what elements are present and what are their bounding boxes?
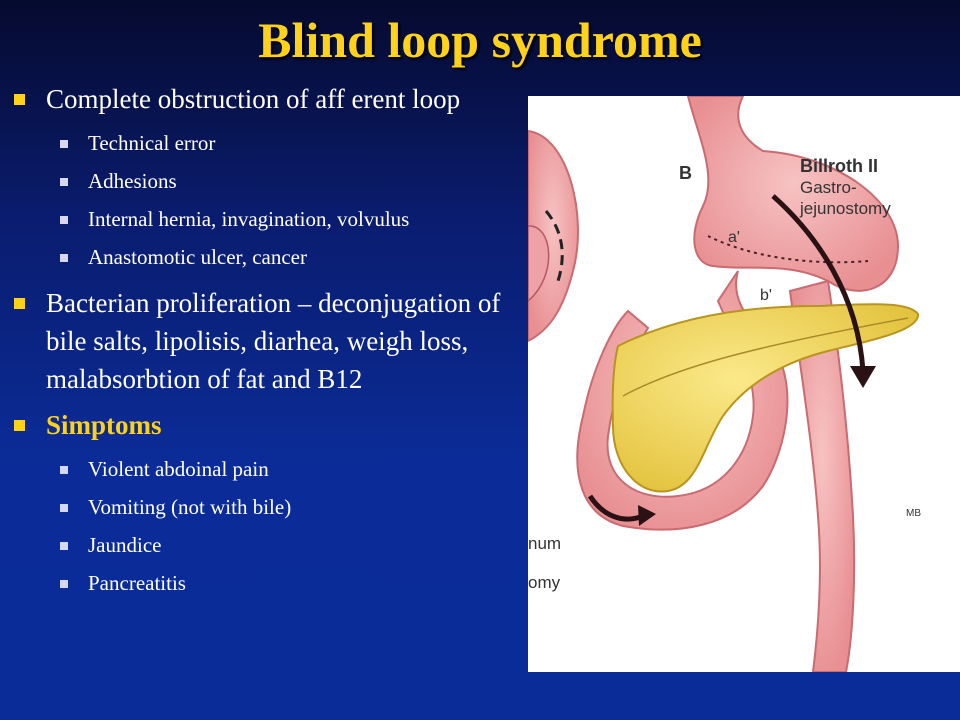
bullet-text: Simptoms [46, 410, 162, 440]
slide-title: Blind loop syndrome [258, 12, 702, 68]
stomach-remnant [686, 96, 900, 292]
label-a: a' [728, 229, 740, 246]
arrowhead-down [850, 366, 876, 388]
efferent-limb [788, 279, 856, 672]
suture-line [707, 235, 869, 264]
caption-line-3: jejunostomy [799, 199, 891, 218]
sub-bullet-list: Violent abdoinal pain Vomiting (not with… [46, 450, 517, 602]
flow-arrow-down [771, 194, 866, 372]
caption-line-1: Billroth II [800, 156, 878, 176]
bullet-item: Bacterian proliferation – deconjugation … [12, 284, 517, 398]
bullet-text: Complete obstruction of aff erent loop [46, 84, 461, 114]
bullet-item: Complete obstruction of aff erent loop T… [12, 80, 517, 276]
pancreas [611, 303, 919, 493]
sub-bullet-item: Violent abdoinal pain [46, 450, 517, 488]
panel-label: B [679, 163, 692, 183]
pancreatic-duct [622, 317, 909, 397]
cut-label-1: num [528, 534, 561, 553]
label-b: b' [760, 287, 772, 304]
left-stomach-inner [528, 225, 550, 302]
bullet-item-highlight: Simptoms Violent abdoinal pain Vomiting … [12, 406, 517, 602]
sub-bullet-item: Jaundice [46, 526, 517, 564]
billroth-ii-diagram: B Billroth II Gastro- jejunostomy a' b' … [528, 96, 921, 672]
bullet-list: Complete obstruction of aff erent loop T… [12, 72, 517, 610]
arrowhead-right [638, 505, 656, 526]
flow-arrow-right [587, 494, 644, 522]
sub-bullet-item: Technical error [46, 124, 517, 162]
sub-bullet-item: Anastomotic ulcer, cancer [46, 238, 517, 276]
caption-line-2: Gastro- [800, 178, 857, 197]
anatomy-illustration: B Billroth II Gastro- jejunostomy a' b' … [528, 96, 960, 672]
sub-bullet-item: Vomiting (not with bile) [46, 488, 517, 526]
dashed-line [544, 210, 564, 282]
sub-bullet-list: Technical error Adhesions Internal herni… [46, 124, 517, 276]
cut-label-2: omy [528, 573, 561, 592]
sub-bullet-item: Pancreatitis [46, 564, 517, 602]
left-stomach-fragment [528, 129, 579, 343]
bullet-text: Bacterian proliferation – deconjugation … [46, 288, 501, 394]
sub-bullet-item: Adhesions [46, 162, 517, 200]
artist-signature: MB [906, 508, 921, 519]
sub-bullet-item: Internal hernia, invagination, volvulus [46, 200, 517, 238]
